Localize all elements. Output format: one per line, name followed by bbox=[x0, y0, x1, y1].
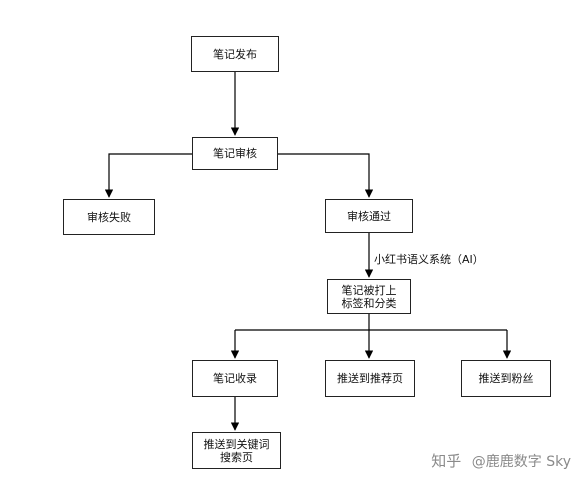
node-push-recommend-label: 推送到推荐页 bbox=[337, 372, 403, 385]
node-note-tagged-label: 笔记被打上 标签和分类 bbox=[341, 283, 397, 310]
node-review-fail: 审核失败 bbox=[63, 199, 155, 235]
node-note-tagged: 笔记被打上 标签和分类 bbox=[327, 279, 411, 314]
node-push-keyword-search: 推送到关键词 搜索页 bbox=[192, 432, 281, 469]
node-note-review-label: 笔记审核 bbox=[213, 147, 257, 160]
node-note-review: 笔记审核 bbox=[192, 137, 278, 170]
edge-review-to-pass bbox=[278, 153, 374, 198]
node-note-indexed: 笔记收录 bbox=[192, 360, 278, 397]
node-note-indexed-label: 笔记收录 bbox=[213, 372, 257, 385]
node-note-publish: 笔记发布 bbox=[191, 36, 279, 72]
node-review-pass-label: 审核通过 bbox=[347, 209, 391, 223]
node-push-fans: 推送到粉丝 bbox=[461, 360, 551, 397]
edge-review-to-fail bbox=[104, 153, 192, 198]
node-push-keyword-search-label: 推送到关键词 搜索页 bbox=[203, 437, 270, 464]
node-push-fans-label: 推送到粉丝 bbox=[478, 372, 534, 385]
node-review-pass: 审核通过 bbox=[325, 199, 413, 233]
node-push-recommend: 推送到推荐页 bbox=[325, 360, 415, 397]
watermark-author: @鹿鹿数字 Sky bbox=[471, 454, 571, 470]
edge-label-semantic-system: 小红书语义系统（AI） bbox=[374, 253, 484, 266]
watermark-site: 知乎 bbox=[431, 452, 462, 470]
node-note-publish-label: 笔记发布 bbox=[213, 47, 257, 61]
zhihu-watermark: 知乎 @鹿鹿数字 Sky bbox=[431, 450, 571, 471]
node-review-fail-label: 审核失败 bbox=[87, 210, 131, 224]
